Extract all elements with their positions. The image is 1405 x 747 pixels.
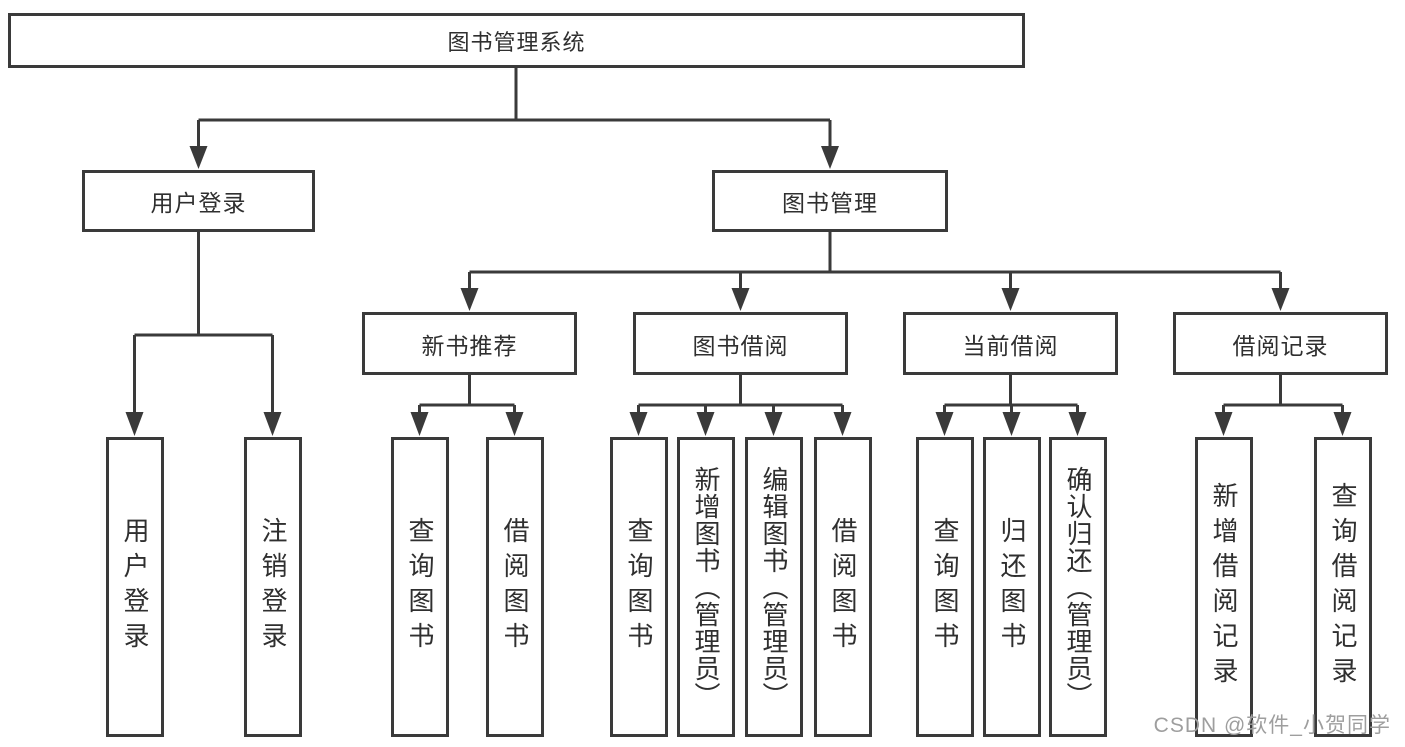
- node-new-book-recommendation: 新书推荐: [362, 312, 577, 375]
- node-label: 图书管理系统: [447, 29, 586, 55]
- node-label: 借阅记录: [1232, 332, 1329, 359]
- leaf-query-borrow-record: 查询借阅记录: [1314, 437, 1372, 737]
- leaf-return-books: 归还图书: [983, 437, 1041, 737]
- leaf-label: 查询借阅记录: [1328, 482, 1358, 692]
- leaf-label: 查询图书: [624, 517, 654, 657]
- connector-user-login-children: [125, 232, 282, 436]
- leaf-add-books-admin: 新增图书（管理员）: [677, 437, 735, 737]
- leaf-confirm-return-admin: 确认归还（管理员）: [1049, 437, 1107, 737]
- leaf-query-books: 查询图书: [610, 437, 668, 737]
- leaf-label: 查询图书: [405, 517, 435, 657]
- leaf-label: 借阅图书: [500, 517, 530, 657]
- connector-book-management-sections: [460, 232, 1290, 311]
- connector-current-borrowing-children: [935, 375, 1087, 436]
- node-library-management-system: 图书管理系统: [8, 13, 1025, 68]
- leaf-label: 借阅图书: [828, 517, 858, 657]
- leaf-label: 查询图书: [930, 517, 960, 657]
- node-borrowing-records: 借阅记录: [1173, 312, 1388, 375]
- node-book-management: 图书管理: [712, 170, 948, 232]
- leaf-borrow-books: 借阅图书: [486, 437, 544, 737]
- node-current-borrowing: 当前借阅: [903, 312, 1118, 375]
- leaf-label: 编辑图书（管理员）: [759, 465, 789, 709]
- connector-root-to-level2: [189, 68, 839, 169]
- leaf-query-books: 查询图书: [391, 437, 449, 737]
- connector-new-book-children: [410, 375, 524, 436]
- leaf-label: 归还图书: [997, 517, 1027, 657]
- connector-borrowing-records-children: [1214, 375, 1352, 436]
- leaf-logout: 注销登录: [244, 437, 302, 737]
- node-book-borrowing: 图书借阅: [633, 312, 848, 375]
- leaf-label: 确认归还（管理员）: [1063, 465, 1093, 709]
- leaf-label: 注销登录: [258, 517, 288, 657]
- leaf-label: 新增借阅记录: [1209, 482, 1239, 692]
- leaf-label: 新增图书（管理员）: [691, 465, 721, 709]
- node-label: 用户登录: [150, 190, 247, 216]
- connector-book-borrowing-children: [629, 375, 852, 436]
- leaf-query-books: 查询图书: [916, 437, 974, 737]
- csdn-watermark: CSDN @软件_小贺同学: [1153, 714, 1391, 737]
- node-label: 当前借阅: [962, 332, 1059, 359]
- node-label: 新书推荐: [421, 332, 518, 359]
- node-user-login: 用户登录: [82, 170, 315, 232]
- node-label: 图书借阅: [692, 332, 789, 359]
- leaf-edit-books-admin: 编辑图书（管理员）: [745, 437, 803, 737]
- leaf-add-borrow-record: 新增借阅记录: [1195, 437, 1253, 737]
- leaf-borrow-books: 借阅图书: [814, 437, 872, 737]
- leaf-user-login: 用户登录: [106, 437, 164, 737]
- leaf-label: 用户登录: [120, 517, 150, 657]
- node-label: 图书管理: [782, 190, 878, 216]
